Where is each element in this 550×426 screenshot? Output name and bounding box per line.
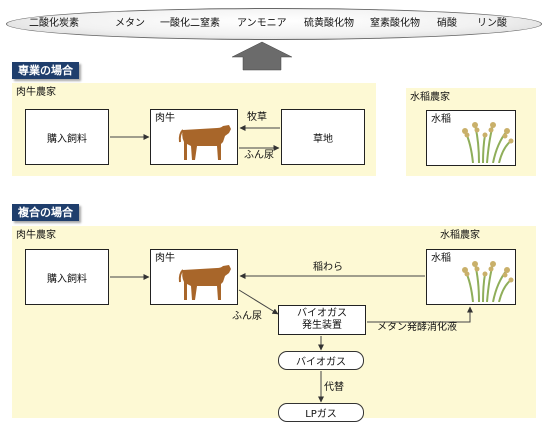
- biogas-pill: バイオガス: [278, 351, 364, 370]
- biogas-label: バイオガス: [296, 357, 346, 368]
- beef-farm-label: 肉牛農家: [16, 230, 56, 241]
- section-header-specialized: 専業の場合: [12, 62, 79, 79]
- purchased-feed-label: 購入飼料: [47, 273, 87, 285]
- rice-plant-icon: [462, 122, 514, 163]
- manure-label: ふん尿: [244, 150, 274, 161]
- rice-label: 水稲: [431, 114, 451, 125]
- rice-straw-label: 稲わら: [313, 262, 343, 273]
- beef-cattle-label: 肉牛: [155, 113, 175, 124]
- rice-label: 水稲: [431, 253, 451, 264]
- purchased-feed-label: 購入飼料: [47, 133, 87, 145]
- section-header-combined: 複合の場合: [12, 204, 79, 221]
- gas-label: 硫黄酸化物: [304, 18, 354, 29]
- substitute-label: 代替: [324, 382, 344, 393]
- gas-label: メタン: [115, 18, 145, 29]
- cow-icon: [178, 125, 231, 160]
- biogas-plant-label-line1: バイオガス: [297, 307, 347, 319]
- grassland-box: 草地: [281, 109, 365, 165]
- gas-label: リン酸: [477, 18, 507, 29]
- beef-cattle-label: 肉牛: [155, 253, 175, 264]
- cow-icon: [178, 265, 231, 300]
- lp-gas-pill: LPガス: [278, 403, 364, 422]
- emissions-ellipse: 二酸化炭素 メタン 一酸化二窒素 アンモニア 硫黄酸化物 窒素酸化物 硝酸 リン…: [6, 8, 542, 40]
- lp-gas-label: LPガス: [305, 409, 337, 420]
- pasture-grass-label: 牧草: [247, 112, 267, 123]
- gas-label: 一酸化二窒素: [160, 18, 220, 29]
- rice-farm-label: 水稲農家: [410, 92, 450, 103]
- beef-farm-label: 肉牛農家: [16, 87, 56, 98]
- manure-label: ふん尿: [232, 311, 262, 322]
- biogas-plant-box: バイオガス 発生装置: [278, 305, 366, 335]
- rice-plant-icon: [462, 261, 514, 302]
- biogas-plant-label-line2: 発生装置: [302, 320, 342, 331]
- purchased-feed-box: 購入飼料: [25, 249, 109, 305]
- rice-box: 水稲: [426, 249, 516, 305]
- purchased-feed-box: 購入飼料: [25, 109, 109, 165]
- gas-label: 硝酸: [437, 18, 457, 29]
- rice-farm-label: 水稲農家: [440, 230, 480, 241]
- grassland-label: 草地: [313, 133, 333, 145]
- gas-label: 窒素酸化物: [370, 18, 420, 29]
- gas-label: 二酸化炭素: [29, 18, 79, 29]
- rice-box: 水稲: [426, 110, 516, 166]
- beef-cattle-box: 肉牛: [150, 109, 238, 165]
- beef-cattle-box: 肉牛: [150, 249, 238, 305]
- gas-label: アンモニア: [237, 18, 287, 29]
- digestate-label: メタン発酵消化液: [377, 322, 457, 333]
